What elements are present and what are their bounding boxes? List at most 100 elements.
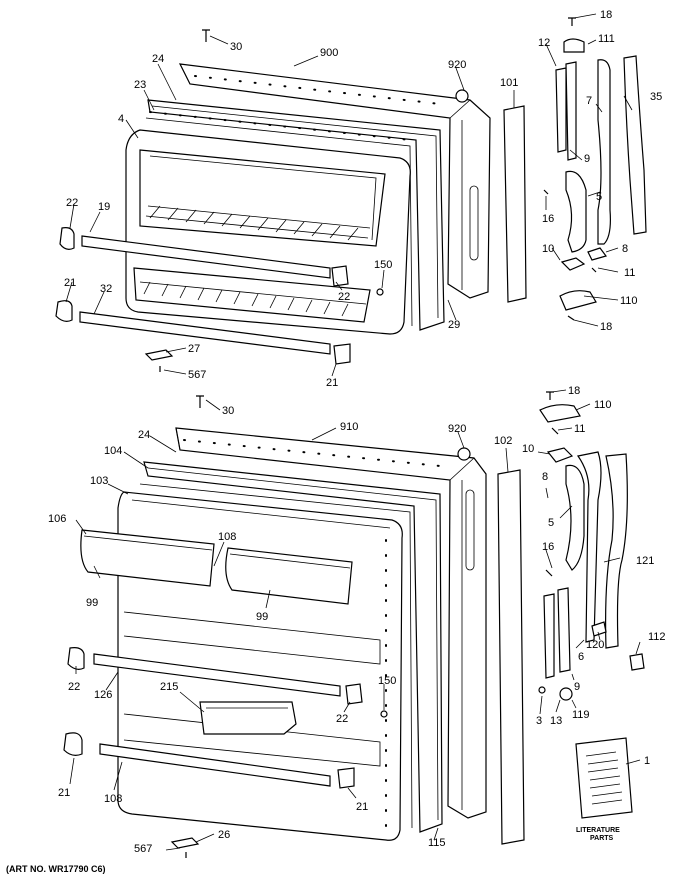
hinge-bar-3	[543, 593, 555, 679]
callout-13: 13	[550, 715, 562, 727]
callout-26: 26	[218, 829, 230, 841]
callout-18: 18	[600, 9, 612, 21]
callout-10b: 10	[522, 443, 534, 455]
callout-8b: 8	[542, 471, 548, 483]
callout-102: 102	[494, 435, 512, 447]
callout-4: 4	[118, 113, 124, 125]
callout-30b: 30	[222, 405, 234, 417]
callout-19: 19	[98, 201, 110, 213]
hinge-7	[597, 59, 611, 245]
callout-150: 150	[374, 259, 392, 271]
callout-21c: 21	[58, 787, 70, 799]
callout-126: 126	[94, 689, 112, 701]
callout-22d: 22	[336, 713, 348, 725]
callout-121: 121	[636, 555, 654, 567]
fresh-food-shelf-bar-108	[99, 743, 331, 787]
callout-21b: 21	[326, 377, 338, 389]
hinge-121	[605, 453, 628, 649]
callout-labels-top: 18 30 900 920 12 111 24 23 101 7 35 4 9 …	[64, 9, 662, 389]
callout-101: 101	[500, 77, 518, 89]
plug-920-bottom	[457, 447, 471, 461]
callout-18c: 18	[568, 385, 580, 397]
callout-150b: 150	[378, 675, 396, 687]
cap-112	[629, 653, 645, 671]
freezer-trim-strip-101	[503, 105, 527, 303]
freezer-lower-shelf-grille	[139, 281, 367, 317]
callout-21: 21	[64, 277, 76, 289]
freezer-shelf-bar-19	[81, 235, 331, 279]
callout-29: 29	[448, 319, 460, 331]
callout-104: 104	[104, 445, 122, 457]
callout-10: 10	[542, 243, 554, 255]
callout-920: 920	[448, 59, 466, 71]
callout-99-left: 99	[86, 597, 98, 609]
callout-labels-bottom: 18 110 30 910 920 11 24 102 10 104 8 103…	[48, 385, 666, 855]
freezer-bracket-22-left	[59, 227, 75, 250]
hinge-110-bottom	[539, 404, 581, 423]
callout-112: 112	[648, 631, 666, 643]
hinge-35	[623, 55, 647, 235]
callout-22b: 22	[338, 291, 350, 303]
freezer-upper-shelf-grille	[145, 205, 371, 241]
bushing-119	[559, 687, 573, 701]
callout-111: 111	[598, 33, 615, 45]
callout-35: 35	[650, 91, 662, 103]
hinge-bar-9-bottom	[557, 587, 571, 673]
callout-99-right: 99	[256, 611, 268, 623]
fresh-food-bracket-21-left	[63, 732, 83, 756]
callout-16b: 16	[542, 541, 554, 553]
stop-8	[587, 247, 608, 261]
freezer-door-handle-slot	[469, 185, 479, 261]
bushing-13	[538, 686, 546, 694]
callout-27: 27	[188, 343, 200, 355]
hinge-5	[565, 170, 587, 253]
plug-920-top	[455, 89, 469, 103]
freezer-door-assembly	[55, 29, 491, 372]
callout-23: 23	[134, 79, 146, 91]
callout-12: 12	[538, 37, 550, 49]
freezer-bracket-21-right	[333, 343, 351, 365]
literature-parts-booklet: LITERATURE PARTS	[575, 737, 633, 842]
callout-920b: 920	[448, 423, 466, 435]
dairy-bin-99-left	[80, 529, 215, 587]
callout-567: 567	[188, 369, 206, 381]
callout-22c: 22	[68, 681, 80, 693]
hinge-110-top	[559, 290, 597, 311]
stop-10-bottom	[546, 447, 574, 463]
fresh-food-door-gasket	[143, 461, 443, 833]
freezer-outer-door-panel	[178, 63, 491, 299]
fresh-food-handle-slot	[465, 489, 475, 571]
hinge-5-bottom	[565, 464, 585, 571]
callout-18b: 18	[600, 321, 612, 333]
callout-11: 11	[624, 267, 635, 279]
callout-24: 24	[152, 53, 164, 65]
callout-910: 910	[340, 421, 358, 433]
callout-110b: 110	[594, 399, 612, 411]
lower-hinge-group	[538, 391, 645, 701]
freezer-bracket-22-right	[331, 265, 349, 287]
callout-120: 120	[586, 639, 604, 651]
fresh-food-door-assembly	[63, 395, 487, 858]
cover-27	[144, 349, 174, 361]
callout-5: 5	[596, 191, 602, 203]
fresh-food-trim-strip-102	[497, 469, 525, 845]
art-number: (ART NO. WR17790 C6)	[6, 864, 106, 874]
upper-hinge-group	[543, 17, 647, 321]
fresh-food-bracket-22-left	[67, 647, 85, 670]
parts-label: PARTS	[590, 835, 614, 842]
callout-11b: 11	[574, 423, 585, 435]
stop-120	[591, 621, 607, 637]
callout-215: 215	[160, 681, 178, 693]
hinge-bar-6	[576, 451, 602, 643]
callout-22: 22	[66, 197, 78, 209]
callout-119: 119	[572, 709, 590, 721]
callout-9: 9	[584, 153, 590, 165]
callout-3: 3	[536, 715, 542, 727]
leader-lines-bottom	[69, 389, 641, 851]
leader-lines-top	[65, 13, 633, 377]
callout-24b: 24	[138, 429, 150, 441]
callout-1: 1	[644, 755, 650, 767]
screw-30-top	[202, 29, 210, 42]
callout-9b: 9	[574, 681, 580, 693]
plug-150-bottom	[380, 710, 388, 718]
